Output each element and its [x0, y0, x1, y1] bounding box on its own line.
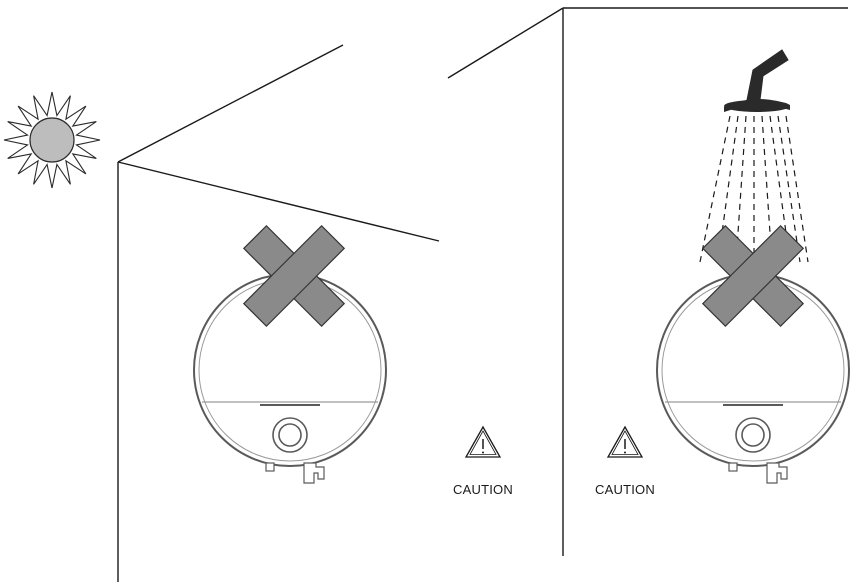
right-water-heater — [657, 274, 849, 483]
heater-knob-inner — [279, 424, 301, 446]
shower-head-icon — [724, 50, 790, 112]
right-caution-label: CAUTION — [580, 482, 670, 497]
shower-arm — [747, 50, 788, 100]
heater-inlet-pipe — [266, 463, 274, 471]
heater-outlet-valve — [304, 463, 324, 483]
left-caution-label: CAUTION — [438, 482, 528, 497]
warning-triangle-icon — [466, 427, 500, 457]
left-water-heater — [194, 274, 386, 483]
heater-inlet-pipe — [729, 463, 737, 471]
left-wall-top-edge — [118, 162, 439, 241]
sun-icon — [4, 92, 100, 188]
heater-outlet-valve — [767, 463, 787, 483]
heater-knob-inner — [742, 424, 764, 446]
right-ceiling-edge — [448, 8, 563, 78]
left-ceiling-edge — [118, 45, 343, 162]
sun-disc — [30, 118, 74, 162]
warning-triangle-icon — [608, 427, 642, 457]
shower-head-rim — [724, 100, 790, 112]
